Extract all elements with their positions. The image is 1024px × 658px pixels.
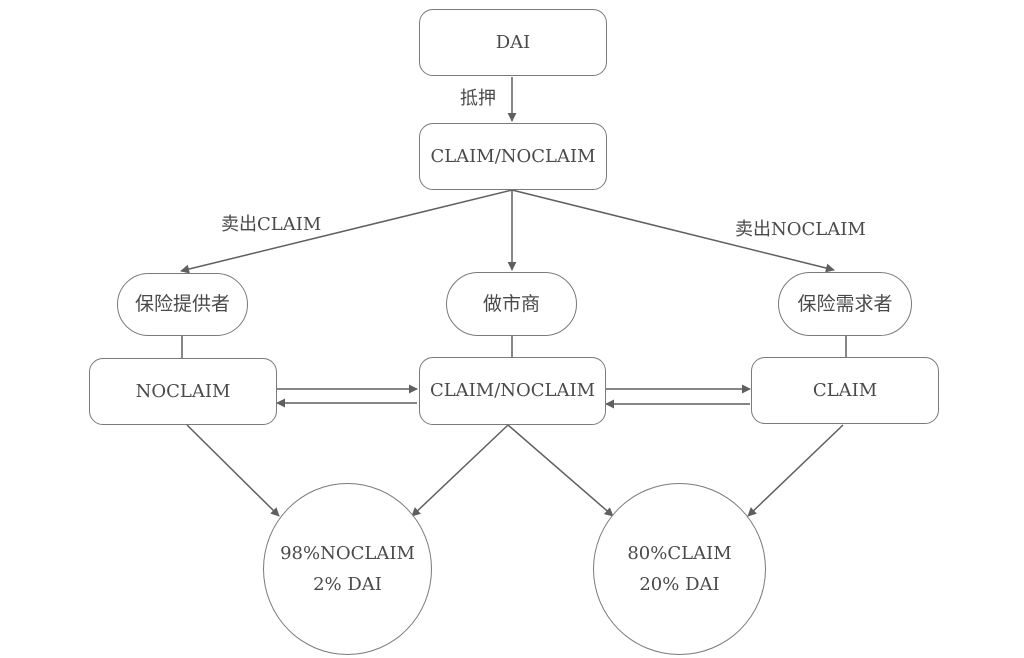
- right-portfolio-line2: 20% DAI: [639, 574, 720, 595]
- claim-label: CLAIM: [812, 379, 878, 401]
- sell-noclaim-edge-label: 卖出NOCLAIM: [735, 219, 866, 240]
- dai-box: DAI: [419, 9, 607, 76]
- arrow-pool-to-right-portfolio: [507, 424, 614, 517]
- insurance-provider-pill: 保险提供者: [117, 273, 248, 336]
- collateral-edge-label: 抵押: [460, 88, 496, 109]
- arrow-split-to-buyer: [511, 189, 835, 273]
- claim-box: CLAIM: [751, 357, 939, 424]
- dai-label: DAI: [495, 31, 531, 53]
- claim-noclaim-pool-box: CLAIM/NOCLAIM: [419, 357, 606, 425]
- noclaim-label: NOCLAIM: [135, 380, 231, 402]
- market-maker-pill: 做市商: [446, 272, 577, 336]
- left-portfolio-circle: 98%NOCLAIM 2% DAI: [263, 483, 432, 655]
- claim-noclaim-pool-label: CLAIM/NOCLAIM: [429, 380, 596, 402]
- noclaim-box: NOCLAIM: [89, 358, 277, 425]
- left-portfolio-line1: 98%NOCLAIM: [280, 542, 415, 564]
- arrow-noclaim-to-left-portfolio: [186, 424, 280, 517]
- sell-claim-edge-label: 卖出CLAIM: [221, 214, 322, 235]
- claim-noclaim-top-label: CLAIM/NOCLAIM: [430, 145, 596, 167]
- market-maker-label: 做市商: [482, 292, 540, 315]
- arrow-claim-to-right-portfolio: [747, 424, 844, 517]
- arrow-pool-to-left-portfolio: [411, 424, 509, 517]
- insurance-buyer-pill: 保险需求者: [778, 272, 912, 336]
- right-portfolio-line1: 80%CLAIM: [627, 542, 732, 564]
- insurance-buyer-label: 保险需求者: [797, 292, 893, 315]
- left-portfolio-line2: 2% DAI: [313, 574, 382, 595]
- arrow-split-to-provider: [180, 189, 513, 274]
- insurance-provider-label: 保险提供者: [134, 293, 230, 316]
- right-portfolio-circle: 80%CLAIM 20% DAI: [593, 483, 766, 655]
- claim-noclaim-top-box: CLAIM/NOCLAIM: [419, 123, 607, 190]
